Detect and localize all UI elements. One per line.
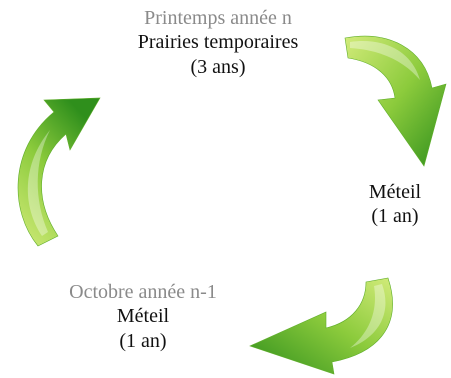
stage-bottom-duration: (1 an) bbox=[119, 329, 167, 352]
stage-bottom-label: Octobre année n-1 Méteil (1 an) bbox=[10, 280, 276, 353]
stage-top-crop: Prairies temporaires bbox=[137, 31, 299, 54]
curved-arrow-icon bbox=[249, 277, 393, 375]
stage-right-crop: Méteil bbox=[368, 181, 422, 203]
curved-arrow-icon bbox=[17, 97, 101, 247]
stage-right-duration: (1 an) bbox=[371, 205, 419, 228]
arrow-bottom-right bbox=[249, 277, 393, 375]
arrow-left bbox=[17, 97, 101, 247]
stage-top-period: Printemps année n bbox=[144, 7, 292, 29]
stage-top-duration: (3 ans) bbox=[190, 55, 246, 78]
stage-bottom-period: Octobre année n-1 bbox=[69, 281, 217, 303]
stage-bottom-crop: Méteil bbox=[116, 305, 170, 328]
stage-top-label: Printemps année n Prairies temporaires (… bbox=[80, 6, 356, 79]
stage-right-label: Méteil (1 an) bbox=[340, 180, 450, 229]
arrow-top-right bbox=[344, 35, 447, 167]
curved-arrow-icon bbox=[344, 35, 447, 167]
